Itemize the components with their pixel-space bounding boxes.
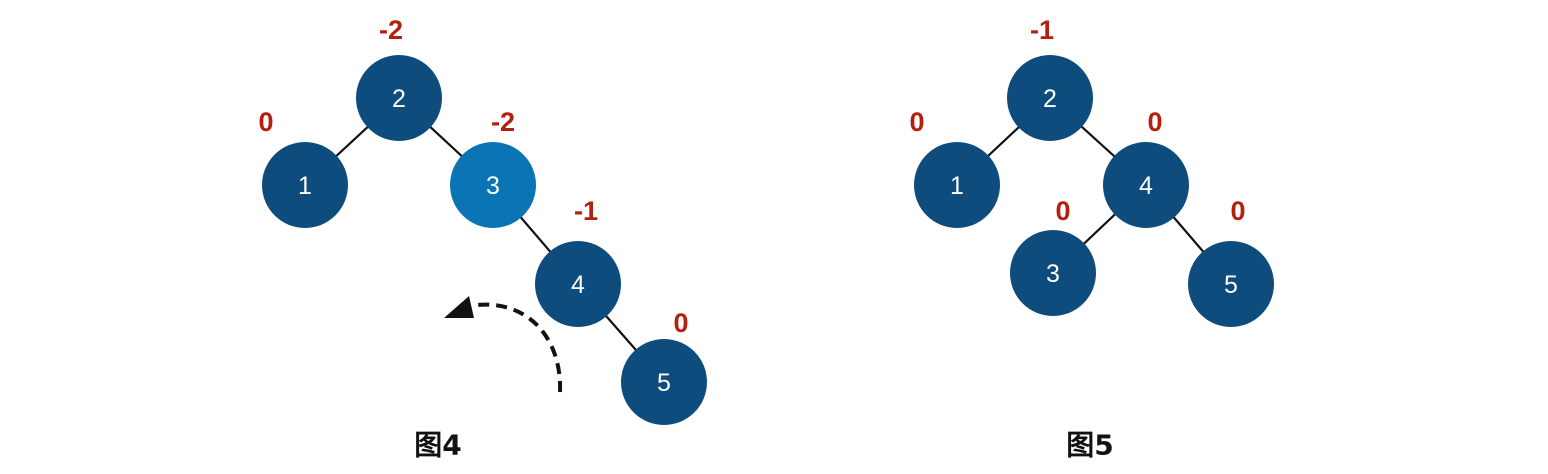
balance-factor-label: 0 bbox=[909, 107, 924, 137]
arrow-head-icon bbox=[444, 296, 474, 318]
node-circle bbox=[1010, 230, 1096, 316]
node-value: 4 bbox=[1139, 172, 1153, 200]
figure-5-caption: 图5 bbox=[1066, 429, 1113, 462]
tree-node-4: 4 -1 bbox=[535, 196, 621, 327]
balance-factor-label: -2 bbox=[379, 15, 403, 45]
node-value: 4 bbox=[571, 271, 585, 299]
tree-node-2: 2 -2 bbox=[356, 15, 442, 141]
node-circle bbox=[621, 339, 707, 425]
balance-factor-label: -1 bbox=[1030, 15, 1054, 45]
balance-factor-label: 0 bbox=[1055, 196, 1070, 226]
node-value: 1 bbox=[950, 172, 964, 200]
node-circle bbox=[450, 142, 536, 228]
node-circle bbox=[535, 241, 621, 327]
node-circle bbox=[1188, 241, 1274, 327]
balance-factor-label: -1 bbox=[574, 196, 598, 226]
node-circle bbox=[1103, 142, 1189, 228]
node-value: 5 bbox=[657, 369, 671, 397]
node-circle bbox=[914, 142, 1000, 228]
balance-factor-label: 0 bbox=[1147, 107, 1162, 137]
node-value: 5 bbox=[1224, 271, 1238, 299]
tree-node-3: 30 bbox=[1010, 196, 1096, 316]
tree-node-3: 3 -2 bbox=[450, 107, 536, 228]
node-circle bbox=[356, 55, 442, 141]
node-value: 2 bbox=[392, 85, 406, 113]
node-value: 2 bbox=[1043, 85, 1057, 113]
node-circle bbox=[1007, 55, 1093, 141]
node-circle bbox=[262, 142, 348, 228]
tree-node-1: 10 bbox=[258, 107, 348, 228]
balance-factor-label: 0 bbox=[258, 107, 273, 137]
tree-node-4: 40 bbox=[1103, 107, 1189, 228]
node-value: 3 bbox=[1046, 260, 1060, 288]
balance-factor-label: 0 bbox=[1230, 196, 1245, 226]
balance-factor-label: 0 bbox=[673, 308, 688, 338]
tree-node-1: 10 bbox=[909, 107, 1000, 228]
tree-node-5: 50 bbox=[1188, 196, 1274, 327]
node-value: 3 bbox=[486, 172, 500, 200]
balance-factor-label: -2 bbox=[491, 107, 515, 137]
counterclockwise-dashed-arrow-icon bbox=[475, 302, 563, 393]
tree-node-2: 2 -1 bbox=[1007, 15, 1093, 141]
node-value: 1 bbox=[298, 172, 312, 200]
figure-4-caption: 图4 bbox=[414, 429, 461, 462]
tree-node-5: 50 bbox=[621, 308, 707, 425]
